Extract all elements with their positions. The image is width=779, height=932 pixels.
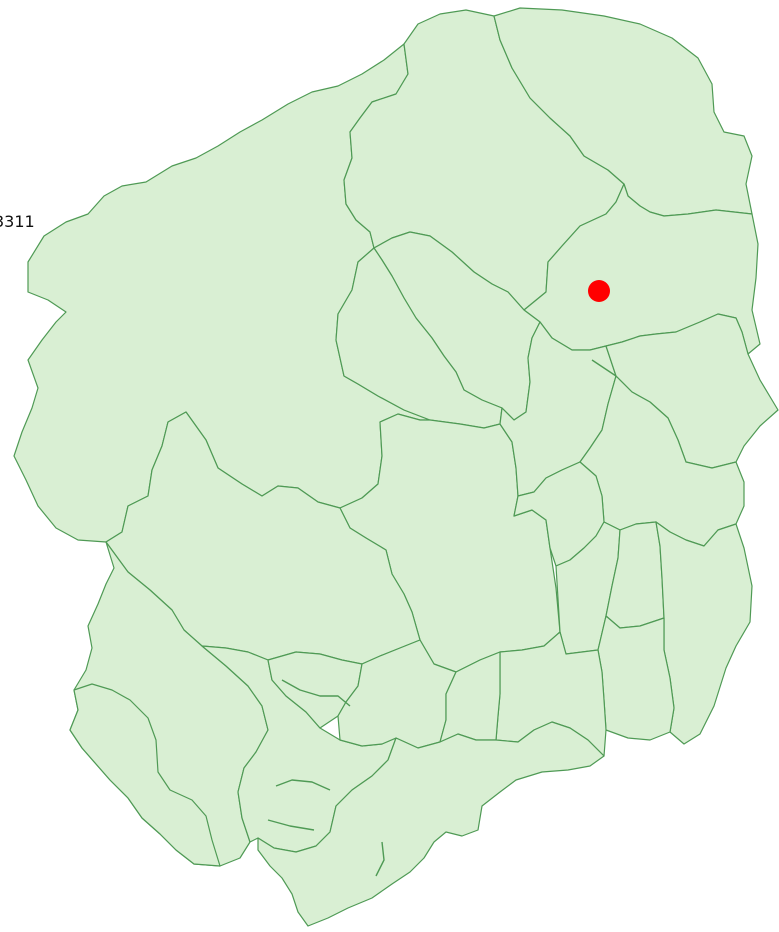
location-marker bbox=[588, 280, 610, 302]
border-line-3 bbox=[267, 819, 315, 831]
internal-borders bbox=[267, 359, 617, 877]
border-line-4 bbox=[375, 841, 385, 877]
map-code-label: 3311 bbox=[0, 212, 35, 231]
municipality-southeast bbox=[597, 615, 675, 741]
municipalities bbox=[13, 7, 779, 927]
border-line-1 bbox=[281, 679, 351, 707]
municipality-southwest-inner bbox=[69, 683, 221, 867]
border-line-5 bbox=[591, 359, 617, 377]
border-line-2 bbox=[275, 779, 331, 791]
municipality-south-bottom bbox=[257, 721, 605, 927]
